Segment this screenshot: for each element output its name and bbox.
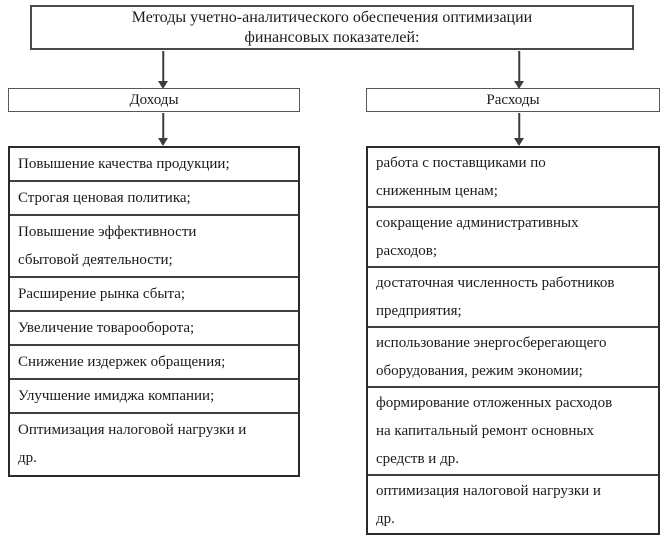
list-item: Улучшение имиджа компании; — [10, 378, 298, 412]
list-item: Увеличение товарооборота; — [10, 310, 298, 344]
title-box: Методы учетно-аналитического обеспечения… — [30, 5, 634, 50]
list-item: Оптимизация налоговой нагрузки и др. — [10, 412, 298, 474]
incomes-label: Доходы — [129, 91, 179, 108]
diagram-title: Методы учетно-аналитического обеспечения… — [131, 8, 533, 46]
list-item: формирование отложенных расходов на капи… — [368, 386, 658, 474]
arrow-head-icon — [158, 138, 168, 146]
arrow-down-icon — [513, 113, 525, 146]
expenses-label: Расходы — [486, 91, 540, 108]
list-item: Снижение издержек обращения; — [10, 344, 298, 378]
arrow-line — [162, 113, 164, 139]
list-item: достаточная численность работников предп… — [368, 266, 658, 326]
arrow-line — [518, 113, 520, 139]
arrow-line — [162, 51, 164, 82]
arrow-down-icon — [157, 113, 169, 146]
list-item: сокращение административных расходов; — [368, 206, 658, 266]
list-item: Расширение рынка сбыта; — [10, 276, 298, 310]
list-item: использование энергосберегающего оборудо… — [368, 326, 658, 386]
arrow-head-icon — [514, 81, 524, 89]
expenses-list: работа с поставщиками по сниженным ценам… — [366, 146, 660, 535]
list-item: работа с поставщиками по сниженным ценам… — [376, 155, 546, 199]
arrow-head-icon — [514, 138, 524, 146]
list-item: Строгая ценовая политика; — [10, 180, 298, 214]
list-item: Повышение эффективности сбытовой деятель… — [10, 214, 298, 276]
list-item: Повышение качества продукции; — [18, 156, 230, 172]
arrow-down-icon — [157, 51, 169, 89]
arrow-head-icon — [158, 81, 168, 89]
arrow-line — [518, 51, 520, 82]
incomes-list: Повышение качества продукции; Строгая це… — [8, 146, 300, 477]
incomes-box: Доходы — [8, 88, 300, 112]
list-item: оптимизация налоговой нагрузки и др. — [368, 474, 658, 533]
expenses-box: Расходы — [366, 88, 660, 112]
arrow-down-icon — [513, 51, 525, 89]
